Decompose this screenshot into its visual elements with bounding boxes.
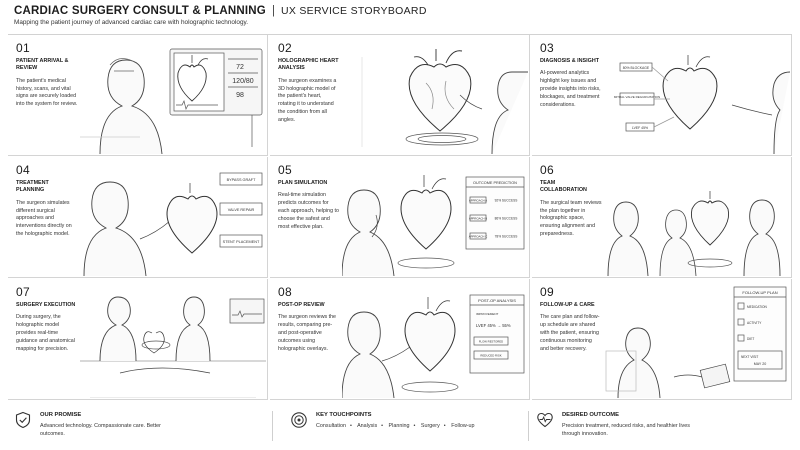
panel-number: 08 bbox=[278, 285, 292, 299]
storyboard-footer: OUR PROMISE Advanced technology. Compass… bbox=[8, 403, 792, 447]
touchpoint-analysis: Analysis bbox=[357, 423, 378, 429]
follow-up-care-illustration: FOLLOW-UP PLAN MEDICATION ACTIVITY DIET … bbox=[605, 286, 787, 398]
panel-title: FOLLOW-UP & CARE bbox=[540, 302, 595, 308]
panel-description: AI-powered analytics highlight key issue… bbox=[540, 70, 601, 109]
prediction-approach-a: APPROACH A bbox=[469, 199, 487, 203]
footer-promise-title: OUR PROMISE bbox=[40, 412, 82, 418]
panel-title: TEAM COLLABORATION bbox=[540, 180, 587, 194]
prediction-value-a: 92% SUCCESS bbox=[495, 199, 518, 203]
touchpoint-planning: Planning bbox=[388, 423, 410, 429]
plan-simulation-illustration: OUTCOME PREDICTION APPROACH A 92% SUCCES… bbox=[342, 175, 525, 276]
prediction-approach-b: APPROACH B bbox=[469, 217, 487, 221]
footer-promise: OUR PROMISE Advanced technology. Compass… bbox=[14, 409, 264, 443]
footer-outcome-title: DESIRED OUTCOME bbox=[562, 412, 620, 418]
prediction-heading: OUTCOME PREDICTION bbox=[473, 181, 517, 185]
analysis-heading: POST-OP ANALYSIS bbox=[478, 298, 516, 303]
analysis-lvef-change: LVEF 45% → 55% bbox=[476, 323, 511, 328]
surgeon-reviewing-monitor-illustration: 72 120/80 98 bbox=[80, 48, 263, 154]
panel-description: The patient's medical history, scans, an… bbox=[16, 77, 78, 108]
holographic-heart-analysis-illustration bbox=[361, 49, 528, 154]
storyboard-panel-02: 02 HOLOGRAPHIC HEART ANALYSIS The surgeo… bbox=[270, 35, 530, 156]
storyboard-panel-03: 03 DIAGNOSIS & INSIGHT AI-powered analyt… bbox=[532, 35, 792, 156]
panel-title: SURGERY EXECUTION bbox=[16, 302, 76, 308]
followup-next-visit-label: NEXT VISIT bbox=[741, 355, 758, 359]
title-separator: | bbox=[271, 5, 275, 17]
footer-outcome-text: Precision treatment, reduced risks, and … bbox=[562, 423, 690, 438]
analysis-subheading: IMPROVEMENT bbox=[476, 312, 499, 316]
panel-number: 06 bbox=[540, 163, 554, 177]
footer-outcome: DESIRED OUTCOME Precision treatment, red… bbox=[536, 409, 786, 443]
option-stent-placement: STENT PLACEMENT bbox=[223, 240, 260, 244]
vital-blood-pressure: 120/80 bbox=[232, 78, 254, 85]
storyboard-header: CARDIAC SURGERY CONSULT & PLANNING | UX … bbox=[14, 5, 786, 33]
panel-title: TREATMENT PLANNING bbox=[16, 180, 49, 194]
analysis-reduced-risk: REDUCED RISK bbox=[480, 354, 501, 358]
prediction-approach-c: APPROACH C bbox=[469, 235, 488, 239]
surgery-execution-illustration bbox=[80, 296, 266, 398]
footer-touchpoints: KEY TOUCHPOINTS Consultation• Analysis• … bbox=[290, 409, 530, 443]
panel-title: HOLOGRAPHIC HEART ANALYSIS bbox=[278, 58, 339, 72]
panel-number: 03 bbox=[540, 41, 554, 55]
panel-description: The surgeon examines a 3D holographic mo… bbox=[278, 77, 337, 124]
panel-description: The surgeon simulates different surgical… bbox=[16, 199, 72, 238]
option-bypass-graft: BYPASS GRAFT bbox=[227, 178, 257, 182]
storyboard-grid: 01 PATIENT ARRIVAL & REVIEW The patient'… bbox=[8, 34, 792, 400]
target-icon bbox=[291, 412, 307, 428]
panel-number: 04 bbox=[16, 163, 30, 177]
panel-title: PLAN SIMULATION bbox=[278, 180, 328, 186]
panel-number: 01 bbox=[16, 41, 30, 55]
followup-next-visit-date: MAY 20 bbox=[754, 362, 766, 366]
page-title: CARDIAC SURGERY CONSULT & PLANNING bbox=[14, 5, 266, 17]
storyboard-panel-08: 08 POST-OP REVIEW The surgeon reviews th… bbox=[270, 279, 530, 400]
storyboard-panel-09: 09 FOLLOW-UP & CARE The care plan and fo… bbox=[532, 279, 792, 400]
footer-divider bbox=[272, 411, 273, 441]
footer-promise-text: Advanced technology. Compassionate care.… bbox=[40, 423, 161, 438]
followup-activity: ACTIVITY bbox=[747, 321, 762, 325]
heart-pulse-icon bbox=[537, 412, 553, 428]
analysis-flow-restored: FLOW RESTORED bbox=[479, 340, 503, 344]
panel-title: POST-OP REVIEW bbox=[278, 302, 325, 308]
followup-diet: DIET bbox=[747, 337, 754, 341]
touchpoint-follow-up: Follow-up bbox=[451, 423, 475, 429]
insight-label-blockage: 80% BLOCKAGE bbox=[623, 66, 650, 70]
storyboard-panel-07: 07 SURGERY EXECUTION During surgery, the… bbox=[8, 279, 268, 400]
panel-description: The surgeon reviews the results, compari… bbox=[278, 314, 337, 353]
storyboard-panel-06: 06 TEAM COLLABORATION The surgical team … bbox=[532, 157, 792, 278]
footer-divider bbox=[528, 411, 529, 441]
touchpoint-consultation: Consultation bbox=[316, 423, 346, 429]
prediction-value-c: 78% SUCCESS bbox=[495, 235, 518, 239]
diagnosis-insight-illustration: 80% BLOCKAGE MITRAL VALVE REGURGITATION … bbox=[614, 55, 790, 154]
panel-description: During surgery, the holographic model pr… bbox=[16, 314, 75, 353]
vital-oxygen: 98 bbox=[236, 92, 244, 99]
followup-heading: FOLLOW-UP PLAN bbox=[742, 290, 777, 295]
vital-heart-rate: 72 bbox=[236, 64, 244, 71]
treatment-planning-illustration: BYPASS GRAFT VALVE REPAIR STENT PLACEMEN… bbox=[83, 172, 263, 276]
followup-medication: MEDICATION bbox=[747, 305, 767, 309]
page-tagline: Mapping the patient journey of advanced … bbox=[14, 19, 248, 26]
panel-title: DIAGNOSIS & INSIGHT bbox=[540, 58, 600, 64]
panel-number: 09 bbox=[540, 285, 554, 299]
panel-number: 05 bbox=[278, 163, 292, 177]
option-valve-repair: VALVE REPAIR bbox=[228, 208, 255, 212]
footer-touchpoints-title: KEY TOUCHPOINTS bbox=[316, 412, 372, 418]
touchpoint-surgery: Surgery bbox=[420, 423, 440, 429]
footer-touchpoints-list: Consultation• Analysis• Planning• Surger… bbox=[316, 423, 475, 429]
panel-description: The surgical team reviews the plan toget… bbox=[540, 199, 602, 238]
storyboard-panel-05: 05 PLAN SIMULATION Real-time simulation … bbox=[270, 157, 530, 278]
panel-description: The care plan and follow-up schedule are… bbox=[540, 314, 600, 353]
post-op-review-illustration: POST-OP ANALYSIS IMPROVEMENT LVEF 45% → … bbox=[342, 294, 525, 398]
panel-number: 02 bbox=[278, 41, 292, 55]
panel-title: PATIENT ARRIVAL & REVIEW bbox=[16, 58, 69, 72]
panel-description: Real-time simulation predicts outcomes f… bbox=[278, 192, 339, 231]
storyboard-panel-04: 04 TREATMENT PLANNING The surgeon simula… bbox=[8, 157, 268, 278]
insight-label-mitral: MITRAL VALVE REGURGITATION bbox=[614, 95, 660, 99]
page-subtitle: UX SERVICE STORYBOARD bbox=[280, 5, 427, 17]
panel-number: 07 bbox=[16, 285, 30, 299]
insight-label-lvef: LVEF 45% bbox=[632, 126, 648, 130]
team-collaboration-illustration bbox=[607, 191, 781, 276]
prediction-value-b: 86% SUCCESS bbox=[495, 217, 518, 221]
shield-check-icon bbox=[15, 411, 31, 429]
storyboard-panel-01: 01 PATIENT ARRIVAL & REVIEW The patient'… bbox=[8, 35, 268, 156]
